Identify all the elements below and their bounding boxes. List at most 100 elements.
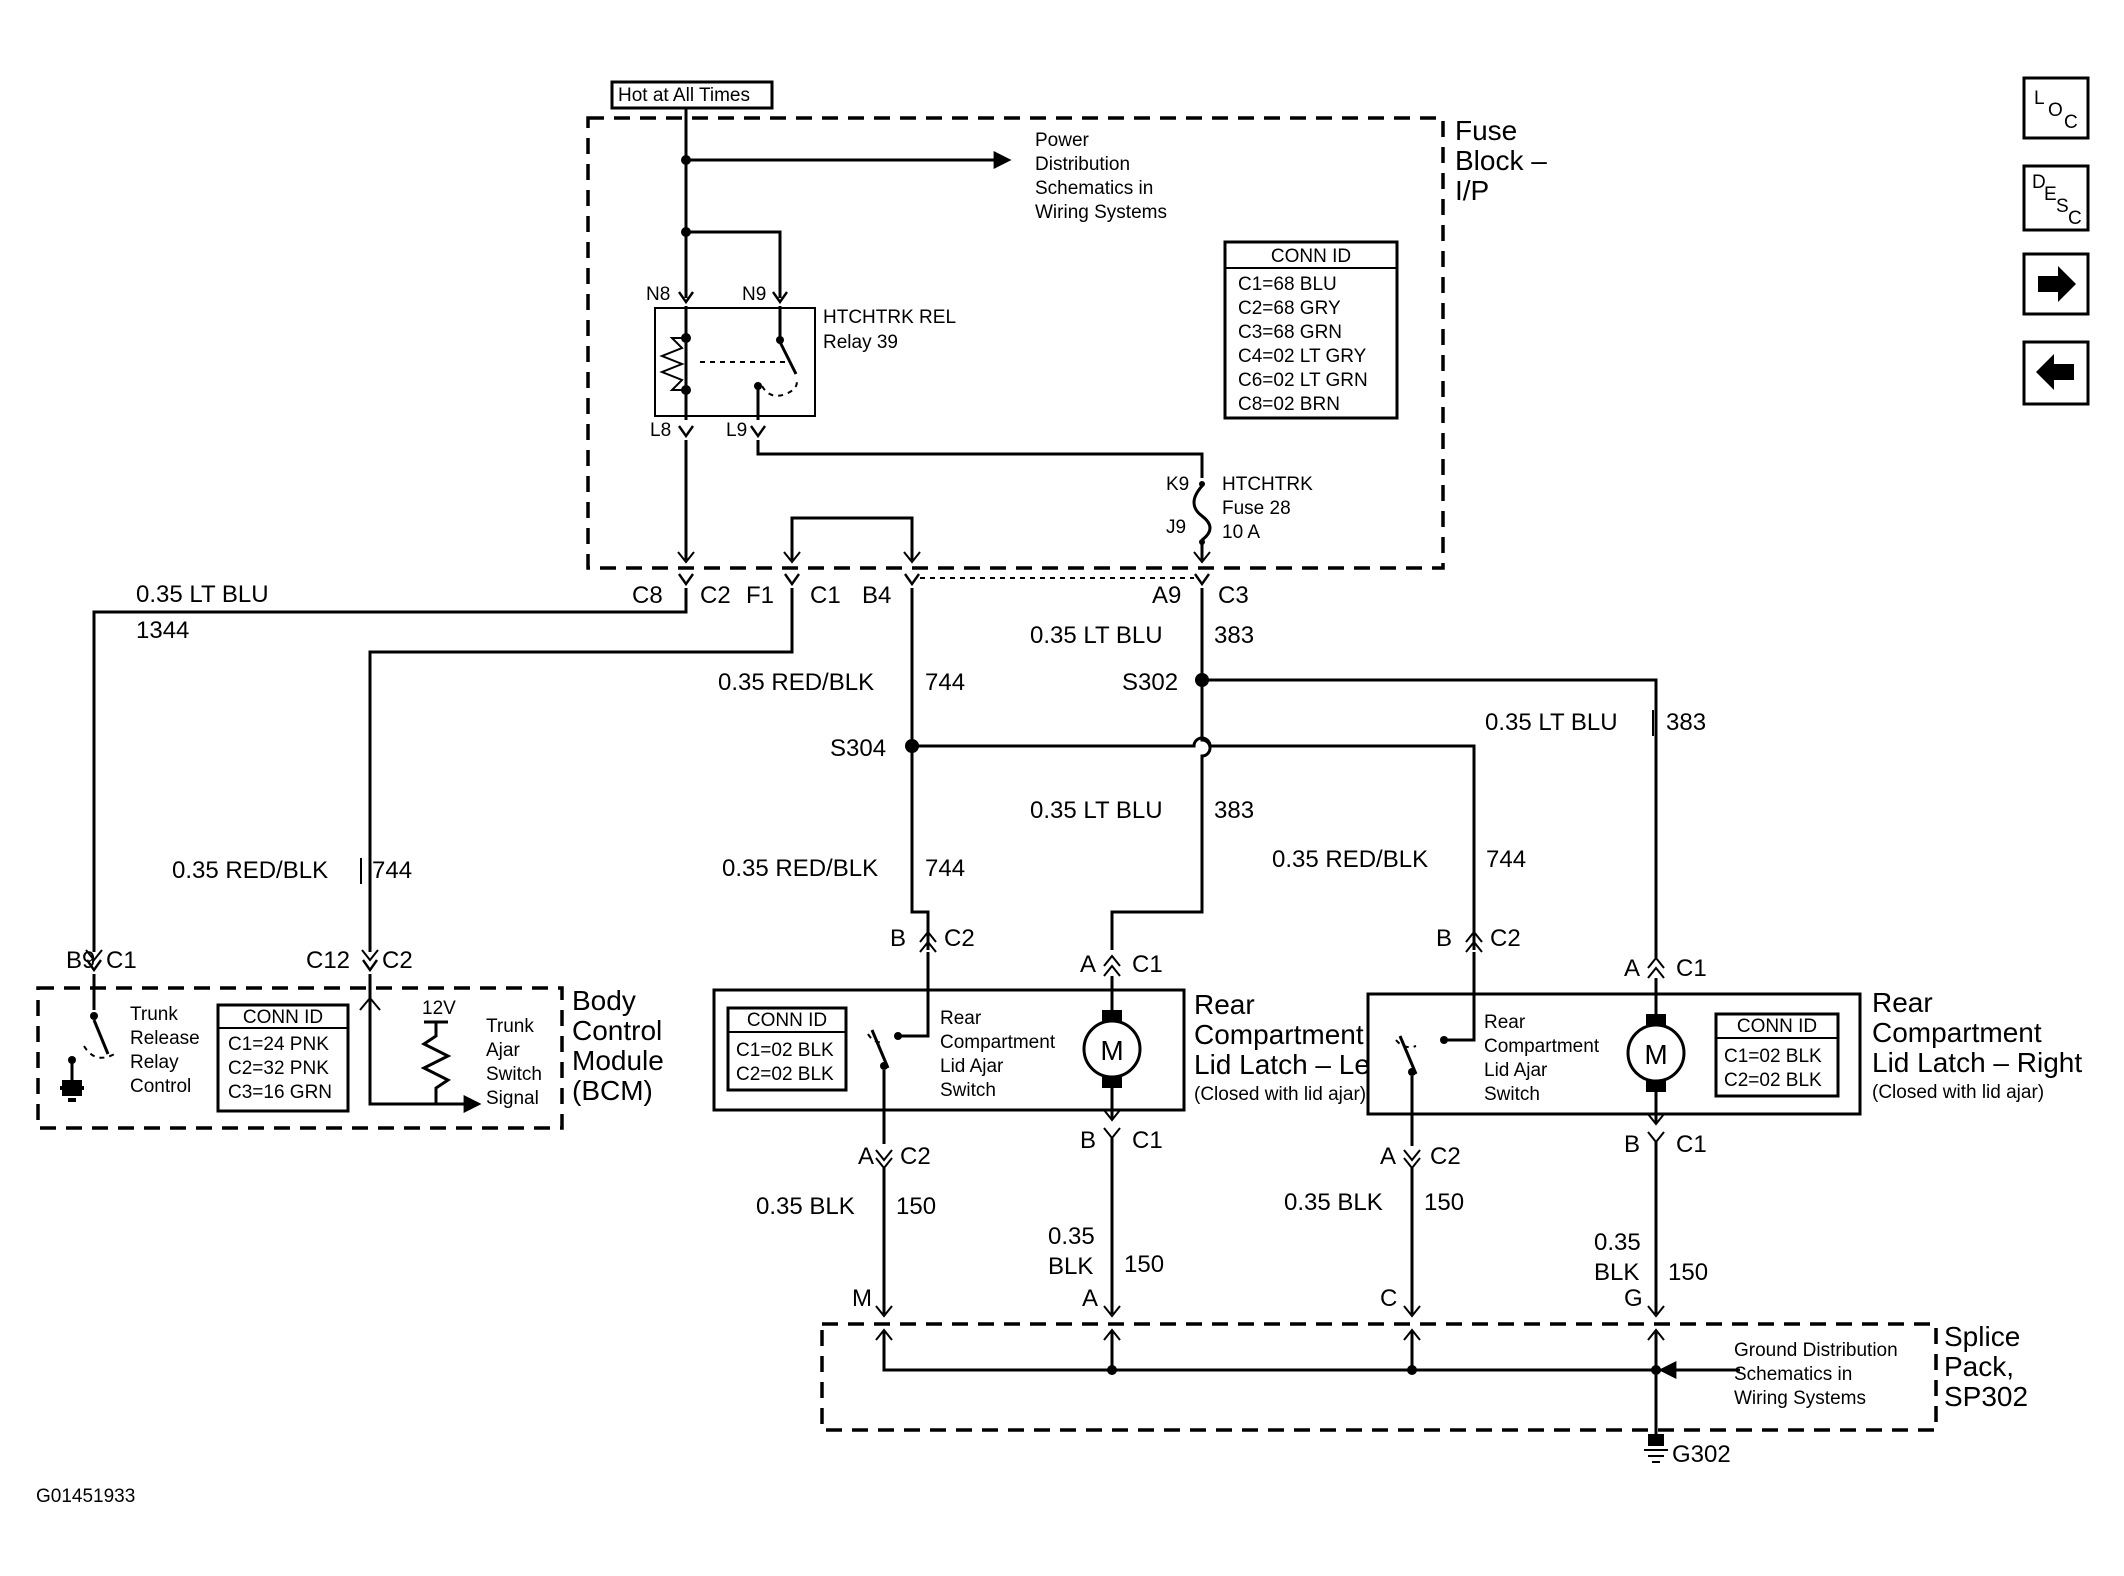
wire-red-blk-top-circuit: 744 [925, 669, 965, 696]
svg-text:I/P: I/P [1455, 175, 1489, 206]
wire-red-blk-left-circuit: 744 [925, 855, 965, 882]
wire-blk-ll-color: 0.35 BLK [756, 1193, 855, 1220]
svg-text:S: S [2056, 196, 2069, 217]
svg-text:Block –: Block – [1455, 145, 1547, 176]
latch-right-motor [1626, 1023, 1686, 1083]
splice-pack: M A C G Ground Distribution Schematics i… [820, 1285, 2028, 1468]
svg-text:C4=02 LT GRY: C4=02 LT GRY [1238, 346, 1367, 367]
wire-lt-blu-mid-color: 0.35 LT BLU [1030, 797, 1163, 824]
figure-id: G01451933 [36, 1486, 135, 1507]
svg-text:Pack,: Pack, [1944, 1351, 2014, 1382]
latch-left: B C2 A C1 Rear Compartment Lid Ajar Swit… [712, 925, 1386, 1314]
wire-red-blk-right-circuit: 744 [1486, 846, 1526, 873]
fuse-block-boundary [586, 116, 1445, 570]
wire-lt-blu-top-circuit: 383 [1214, 622, 1254, 649]
svg-text:Lid Ajar: Lid Ajar [940, 1056, 1004, 1077]
svg-text:C1=02 BLK: C1=02 BLK [736, 1040, 834, 1061]
desc-button[interactable]: D E S C [2022, 164, 2090, 232]
wire-blk-lr-circuit: 150 [1124, 1251, 1164, 1278]
wire-blk-lr-size: 0.35 [1048, 1223, 1095, 1250]
latch-right-motor-label: M [1644, 1039, 1667, 1070]
relay-box [654, 307, 816, 417]
body-control-module: B9 C1 C12 C2 Body Control Module (BCM) T… [36, 947, 664, 1130]
bcm-conn-b9: C1 [106, 947, 137, 974]
wire-lt-blu-right-circuit: 383 [1666, 709, 1706, 736]
conn-c3: C3 [1218, 582, 1249, 609]
svg-text:Compartment: Compartment [1872, 1017, 2042, 1048]
splice-pin-c: C [1380, 1285, 1397, 1312]
bcm-12v: 12V [422, 998, 456, 1019]
svg-text:C6=02 LT GRN: C6=02 LT GRN [1238, 370, 1368, 391]
svg-text:Lid Latch – Left: Lid Latch – Left [1194, 1049, 1386, 1080]
ground-distribution-ref: Ground Distribution Schematics in Wiring… [1734, 1340, 1898, 1409]
splice-s304: S304 [830, 735, 886, 762]
svg-text:C3=68 GRN: C3=68 GRN [1238, 322, 1342, 343]
relay-number: Relay 39 [823, 332, 898, 353]
latch-left-note: (Closed with lid ajar) [1194, 1084, 1366, 1105]
svg-text:Wiring Systems: Wiring Systems [1734, 1388, 1866, 1409]
latch-left-pin-a-top: A [1080, 951, 1096, 978]
pin-b4: B4 [862, 582, 891, 609]
svg-text:Rear: Rear [1194, 989, 1255, 1020]
hot-at-all-times-label: Hot at All Times [618, 85, 750, 106]
svg-text:Switch: Switch [486, 1064, 542, 1085]
fuse-block-conn-id: CONN ID C1=68 BLU C2=68 GRY C3=68 GRN C4… [1223, 240, 1399, 420]
svg-text:Splice: Splice [1944, 1321, 2020, 1352]
svg-text:Switch: Switch [940, 1080, 996, 1101]
wire-red-blk-top-color: 0.35 RED/BLK [718, 669, 874, 696]
latch-right-conn-id: CONN ID C1=02 BLK C2=02 BLK [1714, 1012, 1840, 1098]
svg-text:Schematics in: Schematics in [1035, 178, 1153, 199]
wire-blk-rl-circuit: 150 [1424, 1189, 1464, 1216]
svg-text:L: L [2034, 88, 2045, 109]
ground-g302: G302 [1672, 1441, 1731, 1468]
latch-left-pin-b-top: B [890, 925, 906, 952]
svg-text:(BCM): (BCM) [572, 1075, 653, 1106]
prev-button[interactable] [2022, 340, 2090, 406]
latch-right-conn-a-top: C1 [1676, 955, 1707, 982]
latch-right-note: (Closed with lid ajar) [1872, 1082, 2044, 1103]
latch-left-switch-label: Rear Compartment Lid Ajar Switch [940, 1008, 1056, 1101]
latch-right-conn-b-bot: C1 [1676, 1131, 1707, 1158]
svg-text:Trunk: Trunk [486, 1016, 534, 1037]
bcm-boundary [36, 986, 564, 1130]
svg-text:C1=68 BLU: C1=68 BLU [1238, 274, 1337, 295]
svg-text:O: O [2048, 100, 2063, 121]
svg-text:Compartment: Compartment [1194, 1019, 1364, 1050]
svg-text:CONN ID: CONN ID [1271, 246, 1351, 267]
splice-pin-g: G [1624, 1285, 1643, 1312]
svg-text:C3=16 GRN: C3=16 GRN [228, 1082, 332, 1103]
svg-text:Lid Ajar: Lid Ajar [1484, 1060, 1548, 1081]
svg-text:Distribution: Distribution [1035, 154, 1130, 175]
pin-n9: N9 [742, 284, 766, 305]
splice-pin-a: A [1082, 1285, 1098, 1312]
next-button[interactable] [2022, 252, 2090, 316]
svg-text:Power: Power [1035, 130, 1090, 151]
splice-pack-title: Splice Pack, SP302 [1944, 1321, 2028, 1412]
svg-text:C2=02 BLK: C2=02 BLK [1724, 1070, 1822, 1091]
pin-c8: C8 [632, 582, 663, 609]
svg-text:Relay: Relay [130, 1052, 179, 1073]
latch-left-motor [1082, 1019, 1142, 1079]
latch-right-pin-b-top: B [1436, 925, 1452, 952]
bcm-pin-c12: C12 [306, 947, 350, 974]
svg-text:Ground Distribution: Ground Distribution [1734, 1340, 1898, 1361]
wires [92, 577, 1658, 958]
wire-blk-lr-color: BLK [1048, 1253, 1093, 1280]
svg-text:Ajar: Ajar [486, 1040, 520, 1061]
splice-s302: S302 [1122, 669, 1178, 696]
wire-lt-blu-right-color: 0.35 LT BLU [1485, 709, 1618, 736]
svg-text:C2=02 BLK: C2=02 BLK [736, 1064, 834, 1085]
conn-c2: C2 [700, 582, 731, 609]
splice-pin-m: M [852, 1285, 872, 1312]
latch-right-title: Rear Compartment Lid Latch – Right (Clos… [1872, 987, 2082, 1103]
fuse-rating: 10 A [1222, 522, 1260, 543]
bcm-title: Body Control Module (BCM) [572, 985, 664, 1106]
svg-text:Rear: Rear [940, 1008, 982, 1029]
svg-text:Rear: Rear [1484, 1012, 1526, 1033]
fuse-block-bottom-connectors: C8 C2 F1 C1 B4 A9 C3 [632, 572, 1249, 609]
fuse-block: Hot at All Times Fuse Block – I/P Power … [586, 80, 1547, 570]
loc-button[interactable]: L O C [2022, 76, 2090, 140]
wire-blk-rr-circuit: 150 [1668, 1259, 1708, 1286]
power-distribution-ref: Power Distribution Schematics in Wiring … [1035, 130, 1167, 223]
